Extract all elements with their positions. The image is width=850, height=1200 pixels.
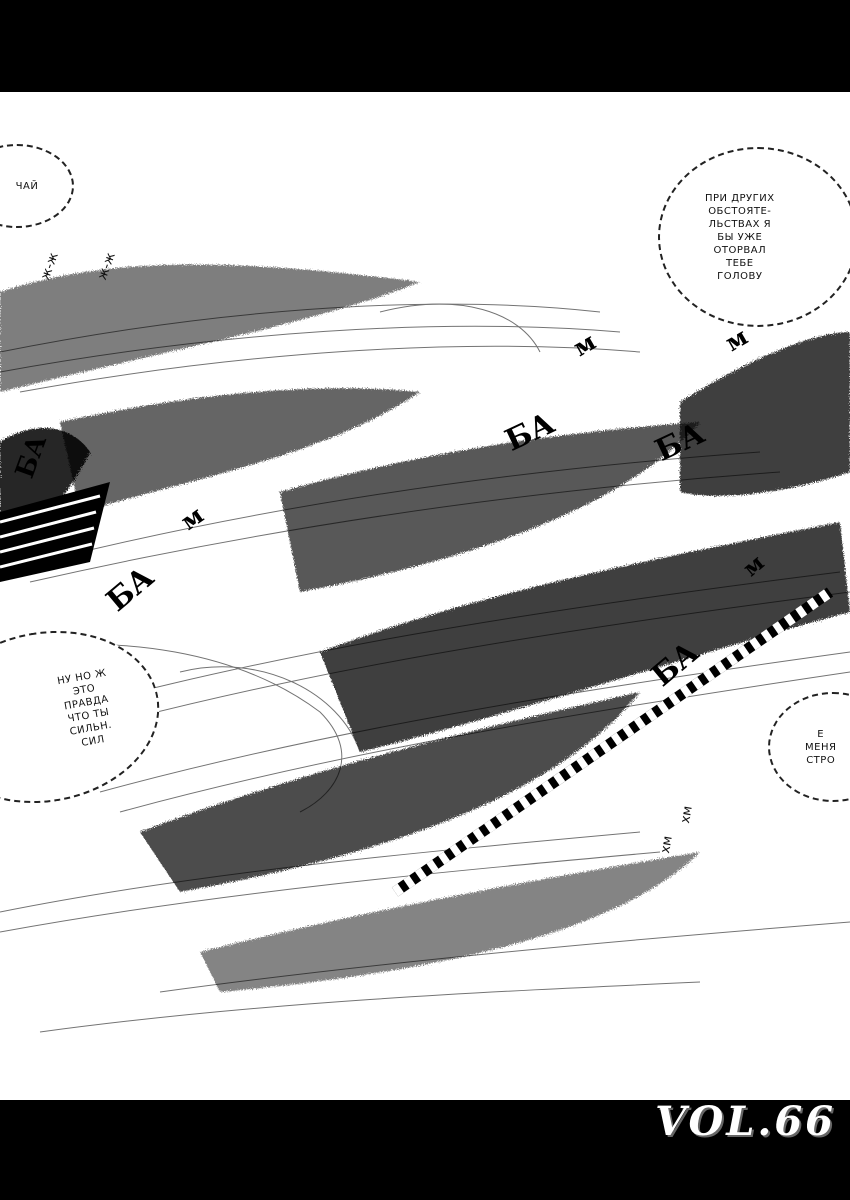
checkered-beam xyxy=(391,587,834,897)
speed-lines xyxy=(0,303,850,1033)
smoke-masses xyxy=(0,264,850,992)
storm-artwork xyxy=(0,264,850,1033)
striped-fragment xyxy=(0,482,110,582)
sfx-hm-2: хм xyxy=(678,804,696,825)
sfx-hm-1: хм xyxy=(658,834,676,855)
speech-bubble-top-right: ПРИ ДРУГИХ ОБСТОЯТЕ- ЛЬСТВАХ Я БЫ УЖЕ ОТ… xyxy=(658,147,850,327)
manga-panel: ЧАЙ ПРИ ДРУГИХ ОБСТОЯТЕ- ЛЬСТВАХ Я БЫ УЖ… xyxy=(0,92,850,1100)
volume-label: VOL.66 xyxy=(655,1098,836,1145)
